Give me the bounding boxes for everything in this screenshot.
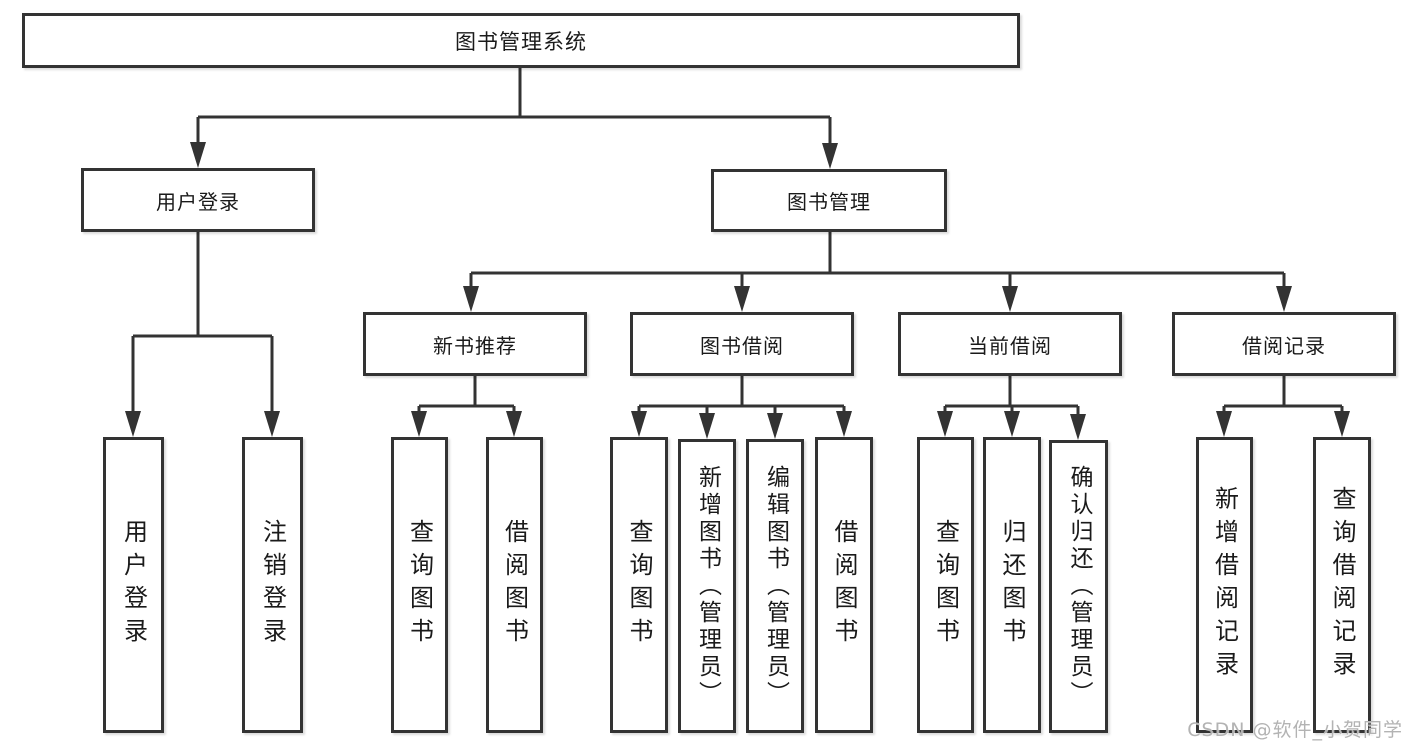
node-label: 查询图书 [931,519,960,651]
connector-user-login [125,232,280,437]
node-new-book-recommend: 新书推荐 [363,312,587,376]
node-label: 图书管理 [787,190,871,214]
node-label: 查询图书 [625,519,653,651]
leaf-borrow-add-book-admin: 新增图书（管理员） [678,439,736,733]
node-label: 编辑图书（管理员） [762,464,789,708]
leaf-current-query-books: 查询图书 [917,437,974,733]
node-label: 新书推荐 [433,333,517,358]
node-label: 借阅图书 [830,519,858,651]
node-label: 归还图书 [998,519,1026,651]
node-borrow-records: 借阅记录 [1172,312,1396,376]
leaf-records-add-record: 新增借阅记录 [1196,437,1253,733]
connector-root [190,68,838,169]
node-label: 新增借阅记录 [1210,486,1239,684]
node-label: 用户登录 [156,189,240,214]
csdn-watermark: CSDN @软件_小贺同学 [1187,719,1403,741]
leaf-user-login: 用户登录 [103,437,164,733]
node-label: 借阅记录 [1242,333,1326,358]
node-current-borrow: 当前借阅 [898,312,1122,376]
node-label: 借阅图书 [500,519,529,651]
connector-borrow-records [1216,376,1350,437]
leaf-borrow-query-books: 查询图书 [610,437,668,733]
node-label: 注销登录 [258,519,287,651]
leaf-current-confirm-return-admin: 确认归还（管理员） [1049,440,1108,733]
node-label: 查询借阅记录 [1328,486,1356,684]
connector-book-borrow [631,376,852,439]
node-library-management-system: 图书管理系统 [22,13,1020,68]
leaf-logout: 注销登录 [242,437,303,733]
leaf-current-return-books: 归还图书 [983,437,1041,733]
leaf-borrow-edit-book-admin: 编辑图书（管理员） [746,439,804,733]
node-label: 图书借阅 [700,333,784,358]
leaf-newbook-borrow-books: 借阅图书 [486,437,543,733]
node-label: 用户登录 [119,519,148,651]
connector-new-book-recommend [411,376,522,437]
connector-current-borrow [937,376,1086,440]
node-label: 图书管理系统 [455,29,587,54]
leaf-borrow-borrow-books: 借阅图书 [815,437,873,733]
node-book-management: 图书管理 [711,169,947,232]
leaf-newbook-query-books: 查询图书 [391,437,448,733]
node-label: 当前借阅 [968,333,1052,358]
node-label: 新增图书（管理员） [694,464,721,708]
node-book-borrow: 图书借阅 [630,312,854,376]
leaf-records-query-record: 查询借阅记录 [1313,437,1371,733]
connector-book-management [463,232,1292,312]
node-label: 确认归还（管理员） [1066,465,1092,708]
node-label: 查询图书 [405,519,434,651]
node-user-login: 用户登录 [81,168,315,232]
